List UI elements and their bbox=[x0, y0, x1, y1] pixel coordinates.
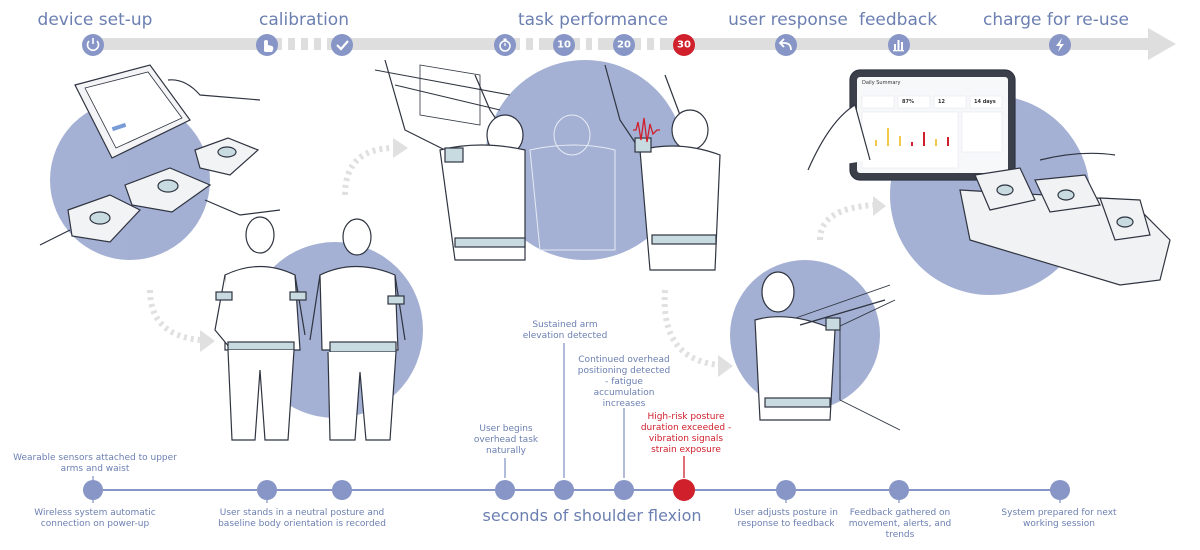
hand-tap-icon bbox=[264, 40, 274, 52]
tablet-stat-b: 12 bbox=[938, 99, 945, 105]
lightning-icon bbox=[1056, 38, 1064, 52]
vibration-signal-icon bbox=[633, 117, 660, 143]
tablet-stat-c: 14 days bbox=[974, 99, 996, 105]
milestone-10-label: 10 bbox=[557, 39, 571, 51]
scene-feedback bbox=[807, 69, 1171, 286]
bar-chart-icon bbox=[893, 40, 904, 52]
bottom-timeline bbox=[83, 343, 1070, 503]
sensor-pods bbox=[67, 137, 260, 243]
phase-label-calibration: calibration bbox=[259, 10, 349, 30]
top-milestones bbox=[82, 34, 1071, 56]
axis-title: seconds of shoulder flexion bbox=[482, 506, 702, 525]
milestone-power bbox=[82, 34, 104, 56]
phase-label-setup: device set-up bbox=[37, 10, 153, 30]
node-sustained bbox=[554, 480, 574, 500]
tablet-stat-a: 87% bbox=[902, 99, 914, 105]
check-icon bbox=[336, 40, 349, 51]
ghost-worker bbox=[529, 114, 616, 251]
node-begin-task bbox=[495, 480, 515, 500]
node-baseline bbox=[332, 480, 352, 500]
node-feedback bbox=[889, 480, 909, 500]
worker-right bbox=[604, 64, 721, 271]
node-setup bbox=[83, 480, 103, 500]
undo-arrow-icon bbox=[778, 38, 792, 51]
node-high-risk bbox=[673, 479, 695, 501]
phase-label-feedback: feedback bbox=[858, 10, 938, 30]
scene-device-setup bbox=[39, 64, 281, 246]
summary-tablet bbox=[849, 69, 1016, 181]
milestone-30-label: 30 bbox=[677, 39, 691, 51]
timeline-nodes bbox=[83, 480, 1070, 500]
milestone-undo bbox=[775, 34, 797, 56]
milestone-20-label: 20 bbox=[617, 39, 631, 51]
stopwatch-icon bbox=[499, 38, 511, 52]
scene-calibration bbox=[214, 216, 406, 441]
power-icon bbox=[86, 40, 100, 52]
phase-label-response: user response bbox=[728, 10, 848, 30]
figure-front bbox=[214, 216, 307, 441]
node-prepared bbox=[1050, 480, 1070, 500]
phase-label-task: task performance bbox=[517, 10, 669, 30]
worker-left bbox=[384, 59, 526, 261]
node-neutral bbox=[257, 480, 277, 500]
flow-arrows bbox=[147, 145, 876, 368]
scene-task bbox=[374, 59, 721, 271]
tablet-title: Daily Summary bbox=[862, 80, 901, 86]
milestone-30 bbox=[673, 34, 695, 56]
phase-label-charge: charge for re-use bbox=[983, 10, 1129, 30]
charging-dock bbox=[959, 167, 1171, 286]
node-adjust bbox=[776, 480, 796, 500]
figure-side bbox=[309, 218, 406, 441]
milestone-20 bbox=[613, 34, 635, 56]
setup-tablet bbox=[74, 64, 191, 159]
flow-arrowheads bbox=[200, 138, 886, 377]
scene-response bbox=[754, 271, 901, 431]
milestone-10 bbox=[553, 34, 575, 56]
milestone-check bbox=[331, 34, 353, 56]
node-fatigue bbox=[614, 480, 634, 500]
